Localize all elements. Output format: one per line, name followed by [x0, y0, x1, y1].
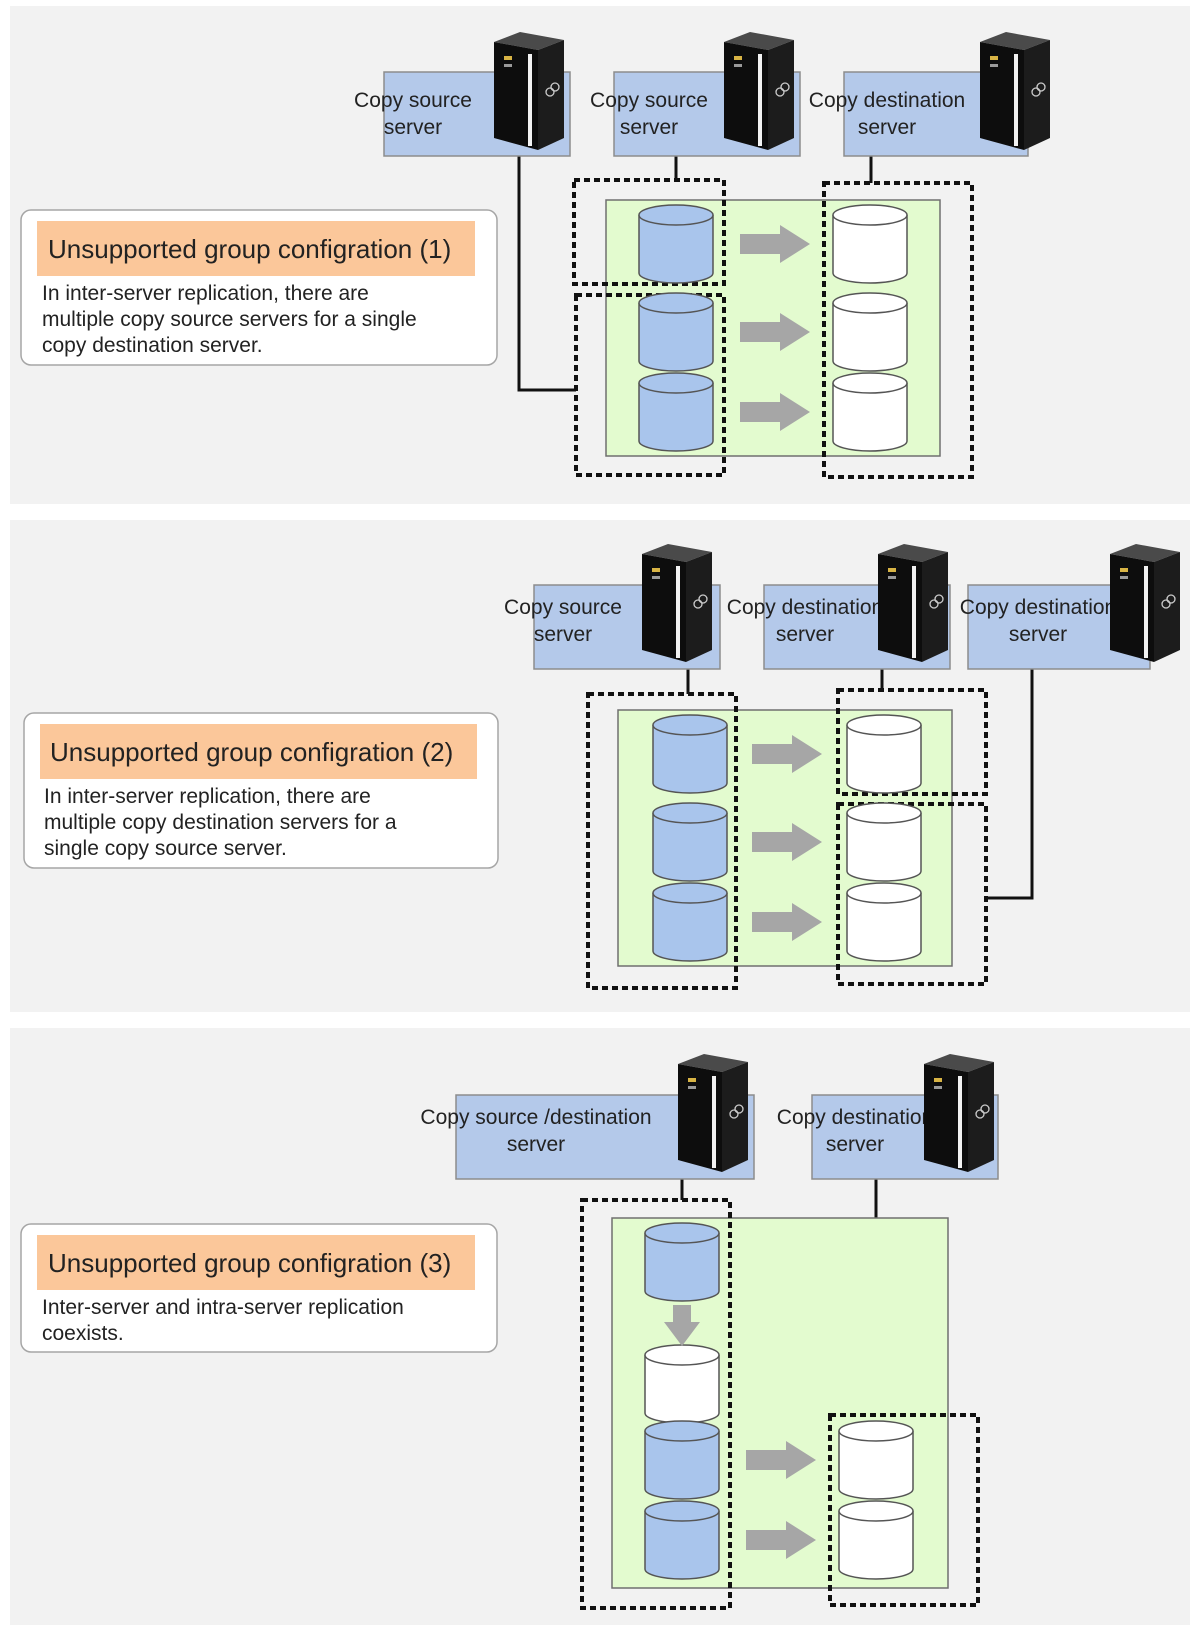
server-copy-source: Copy source server — [504, 543, 721, 670]
disk-volume-icon — [652, 882, 728, 962]
disk-volume-icon — [644, 1344, 720, 1424]
source-group-outline — [574, 293, 726, 477]
copy-arrow-icon — [664, 1305, 700, 1346]
copy-arrow-icon — [752, 903, 822, 941]
source-group-outline — [586, 692, 738, 990]
server-label: server — [620, 116, 678, 139]
callout-3: Unsupported group configration (3) Inter… — [20, 1223, 498, 1353]
server-label: Copy destination — [777, 1106, 933, 1129]
copy-arrow-icon — [740, 393, 810, 431]
disk-volume-icon — [846, 714, 922, 794]
server-tower-icon — [723, 31, 794, 150]
description-line: multiple copy destination servers for a — [44, 811, 397, 834]
description-line: In inter-server replication, there are — [42, 282, 369, 305]
disk-volume-icon — [644, 1222, 720, 1302]
server-copy-destination-2: Copy destination server — [960, 543, 1180, 670]
server-copy-destination-1: Copy destination server — [727, 543, 951, 670]
server-copy-source-2: Copy source server — [590, 31, 801, 157]
copy-arrow-icon — [746, 1441, 816, 1479]
source-group-outline — [580, 1198, 732, 1610]
callout-2: Unsupported group configration (2) In in… — [23, 712, 499, 869]
disk-volume-icon — [638, 372, 714, 452]
server-label: Copy destination — [727, 596, 883, 619]
server-tower-icon — [493, 31, 564, 150]
server-copy-destination: Copy destination server — [777, 1053, 999, 1180]
disk-volume-icon — [652, 802, 728, 882]
description-line: coexists. — [42, 1322, 124, 1345]
disk-volume-icon — [838, 1500, 914, 1580]
server-label: Copy source — [504, 596, 622, 619]
server-label: Copy destination — [809, 89, 965, 112]
destination-group-outline — [836, 688, 988, 796]
callout-1: Unsupported group configration (1) In in… — [20, 209, 498, 366]
disk-volume-icon — [846, 882, 922, 962]
description-line: In inter-server replication, there are — [44, 785, 371, 808]
disk-volume-icon — [638, 204, 714, 284]
server-label: server — [507, 1133, 565, 1156]
copy-arrow-icon — [740, 313, 810, 351]
disk-volume-icon — [838, 1420, 914, 1500]
destination-group-outline — [822, 181, 974, 479]
panel-3: Unsupported group configration (3) Inter… — [10, 1028, 1190, 1625]
server-label: server — [858, 116, 916, 139]
disk-volume-icon — [644, 1420, 720, 1500]
server-copy-destination: Copy destination server — [809, 31, 1050, 157]
disk-volume-icon — [846, 802, 922, 882]
copy-arrow-icon — [752, 823, 822, 861]
description-line: copy destination server. — [42, 334, 263, 357]
panel-2: Unsupported group configration (2) In in… — [10, 520, 1190, 1012]
disk-volume-icon — [832, 204, 908, 284]
connection-line — [517, 146, 576, 392]
server-tower-icon — [1109, 543, 1180, 662]
server-label: server — [776, 623, 834, 646]
disk-volume-icon — [652, 714, 728, 794]
disk-volume-icon — [638, 292, 714, 372]
server-tower-icon — [923, 1053, 994, 1172]
connection-line — [986, 664, 1034, 900]
server-label: server — [384, 116, 442, 139]
server-tower-icon — [677, 1053, 748, 1172]
server-tower-icon — [641, 543, 712, 662]
server-copy-source-1: Copy source server — [354, 31, 571, 157]
disk-volume-icon — [832, 372, 908, 452]
source-group-outline — [572, 178, 726, 286]
description-line: Inter-server and intra-server replicatio… — [42, 1296, 404, 1319]
description-line: multiple copy source servers for a singl… — [42, 308, 417, 331]
destination-group-outline — [828, 1413, 980, 1607]
server-copy-source-destination: Copy source /destination server — [420, 1053, 755, 1180]
panel-title: Unsupported group configration (1) — [48, 234, 451, 264]
server-label: Copy source — [590, 89, 708, 112]
panel-1: Unsupported group configration (1) In in… — [10, 6, 1190, 504]
copy-arrow-icon — [752, 735, 822, 773]
copy-arrow-icon — [746, 1521, 816, 1559]
server-label: server — [534, 623, 592, 646]
disk-volume-icon — [644, 1500, 720, 1580]
description-line: single copy source server. — [44, 837, 287, 860]
server-label: Copy source — [354, 89, 472, 112]
server-label: Copy destination — [960, 596, 1116, 619]
panel-title: Unsupported group configration (3) — [48, 1248, 451, 1278]
server-tower-icon — [979, 31, 1050, 150]
server-label: server — [826, 1133, 884, 1156]
disk-volume-icon — [832, 292, 908, 372]
server-label: Copy source /destination — [420, 1106, 651, 1129]
server-label: server — [1009, 623, 1067, 646]
server-tower-icon — [877, 543, 948, 662]
copy-arrow-icon — [740, 225, 810, 263]
panel-title: Unsupported group configration (2) — [50, 737, 453, 767]
destination-group-outline — [836, 802, 988, 986]
